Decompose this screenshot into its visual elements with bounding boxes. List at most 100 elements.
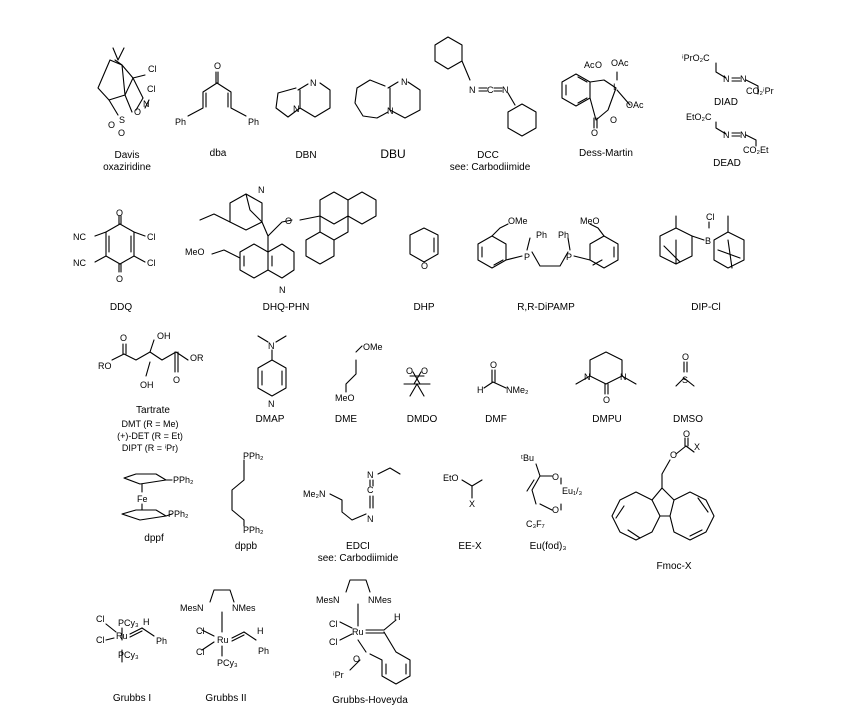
dme-ome: OMe (363, 342, 383, 352)
fmoc-o2: O (683, 429, 690, 439)
eufod-eu: Eu₁/₃ (562, 486, 583, 496)
grubbs1-cl-1: Cl (96, 614, 105, 624)
dipamp-meo-2: MeO (580, 216, 600, 226)
dead-eto2c: EtO₂C (686, 112, 712, 122)
grubbs-ii-structure: MesN NMes Cl Cl Ru H Ph PCy₃ (180, 589, 269, 668)
diad-co2ipr: CO₂ⁱPr (746, 86, 774, 96)
dbu-structure: N N (354, 77, 421, 119)
grubbs2-nmes: NMes (232, 603, 256, 613)
eufod-o2: O (552, 505, 559, 515)
hoveyda-ru: Ru (352, 627, 364, 637)
tartrate-oh2: OH (140, 380, 154, 390)
label-dbu: DBU (380, 147, 406, 161)
dead-co2et: CO₂Et (743, 145, 769, 155)
davis-n: N (143, 99, 150, 109)
eex-eto: EtO (443, 473, 459, 483)
label-dmf: DMF (485, 414, 507, 425)
dba-ph-2: Ph (248, 117, 259, 127)
note-tartrate-dipt: DIPT (R = ⁱPr) (121, 443, 179, 453)
dead-structure: EtO₂C N N CO₂Et (686, 112, 769, 155)
note-edci: see: Carbodiimide (317, 553, 399, 564)
dipamp-ph-2: Ph (558, 230, 569, 240)
dme-structure: OMe MeO (335, 342, 383, 403)
dess-martin-structure: Ac O OAc I OAc O O (561, 58, 644, 138)
label-dme: DME (334, 414, 358, 425)
eufod-structure: ᵗBu O Eu₁/₃ O C₃F₇ (521, 453, 583, 529)
label-dip-cl: DIP-Cl (691, 302, 721, 313)
dmso-structure: O S (675, 352, 695, 387)
dppf-structure: Fe PPh₂ PPh₂ (121, 473, 194, 521)
dmf-o: O (490, 360, 497, 370)
davis-o: O (134, 107, 141, 117)
fmoc-x-structure: X O O (611, 429, 715, 541)
dess-oac-1: OAc (611, 58, 629, 68)
dhq-phn-structure: N O MeO N (185, 185, 377, 295)
label-edci: EDCI (346, 541, 370, 552)
ddq-nc1: NC (73, 232, 86, 242)
dbu-n1: N (401, 77, 408, 87)
grubbs2-cl-2: Cl (196, 647, 205, 657)
hoveyda-ipr: ⁱPr (333, 670, 344, 680)
tartrate-o1: O (120, 333, 127, 343)
note-dcc: see: Carbodiimide (449, 162, 531, 173)
ddq-cl1: Cl (147, 232, 156, 242)
ddq-nc2: NC (73, 258, 86, 268)
grubbs1-h: H (143, 617, 150, 627)
grubbs1-ru: Ru (116, 631, 128, 641)
ddq-cl2: Cl (147, 258, 156, 268)
eex-x: X (469, 499, 475, 509)
diad-structure: ⁱPrO₂C N N CO₂ⁱPr (682, 53, 774, 96)
label-dmpu: DMPU (592, 414, 622, 425)
ee-x-structure: EtO X (443, 473, 483, 509)
dbu-n2: N (387, 106, 394, 116)
dipcl-cl: Cl (706, 212, 715, 222)
dhp-structure: O (409, 227, 439, 271)
label-davis-line2: oxaziridine (103, 162, 151, 173)
note-tartrate-det: (+)-DET (R = Et) (117, 431, 183, 441)
label-fmoc-x: Fmoc-X (656, 561, 692, 572)
dhq-n2: N (279, 285, 286, 295)
ddq-o1: O (116, 208, 123, 218)
grubbs1-pcy3-top: PCy₃ (118, 618, 139, 628)
dmap-n2: N (268, 399, 275, 409)
label-eu-fod: Eu(fod)₃ (529, 541, 567, 552)
diad-ipro2c: ⁱPrO₂C (682, 53, 710, 63)
label-grubbs-hoveyda: Grubbs-Hoveyda (332, 695, 408, 706)
tartrate-o2: O (173, 375, 180, 385)
dead-n2: N (740, 130, 747, 140)
grubbs2-h: H (257, 626, 264, 636)
dhp-o: O (421, 261, 428, 271)
dipamp-ph-1: Ph (536, 230, 547, 240)
tartrate-oh1: OH (157, 331, 171, 341)
dess-o3: O (591, 128, 598, 138)
label-dipamp: R,R-DiPAMP (517, 302, 575, 313)
hoveyda-cl-1: Cl (329, 619, 338, 629)
dmap-n1: N (268, 341, 275, 351)
dmf-nme2: NMe₂ (506, 385, 529, 395)
dppf-pph2-2: PPh₂ (168, 509, 189, 519)
edci-structure: Me₂N N C N (303, 467, 401, 524)
ddq-structure: O O NC NC Cl Cl (73, 208, 156, 284)
dppb-pph2-2: PPh₂ (243, 525, 264, 535)
label-davis-line1: Davis (114, 150, 140, 161)
dbn-n2: N (293, 104, 300, 114)
tartrate-structure: RO OR O O OH OH (98, 331, 204, 390)
dipamp-ome-1: OMe (508, 216, 528, 226)
dhq-meo: MeO (185, 247, 205, 257)
dipamp-p2: P (566, 252, 572, 262)
grubbs1-pcy3-bottom: PCy₃ (118, 650, 139, 660)
grubbs2-pcy3: PCy₃ (217, 658, 238, 668)
label-dppf: dppf (144, 533, 164, 544)
hoveyda-cl-2: Cl (329, 637, 338, 647)
dmdo-structure: O O (403, 366, 431, 397)
dmso-o: O (682, 352, 689, 362)
edci-c: C (367, 485, 374, 495)
dmpu-n2: N (620, 372, 627, 382)
dppb-pph2-1: PPh₂ (243, 451, 264, 461)
edci-me2n: Me₂N (303, 489, 326, 499)
label-diad: DIAD (714, 97, 738, 108)
davis-s: S (119, 115, 125, 125)
label-dhp: DHP (413, 302, 435, 313)
dba-o: O (214, 61, 221, 71)
